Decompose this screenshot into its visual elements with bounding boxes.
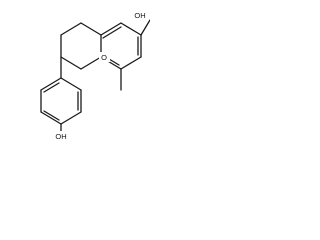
ring-oxygen-text: O (101, 53, 107, 62)
chromane-substituents (120, 19, 150, 91)
ring-oxygen-label: O (99, 52, 110, 62)
top-hydroxyl-label: OH (133, 10, 147, 20)
top-hydroxyl-text: OH (134, 11, 145, 20)
bottom-hydroxyl-text: OH (55, 132, 66, 141)
chemical-structure-diagram: OH O OH (40, 10, 150, 142)
phenol-ring (40, 77, 82, 139)
hydroxyl-bond (140, 19, 150, 36)
chromane-aromatic-ring (100, 22, 142, 70)
pyran-ring (60, 22, 102, 70)
bottom-hydroxyl-label: OH (54, 131, 69, 142)
